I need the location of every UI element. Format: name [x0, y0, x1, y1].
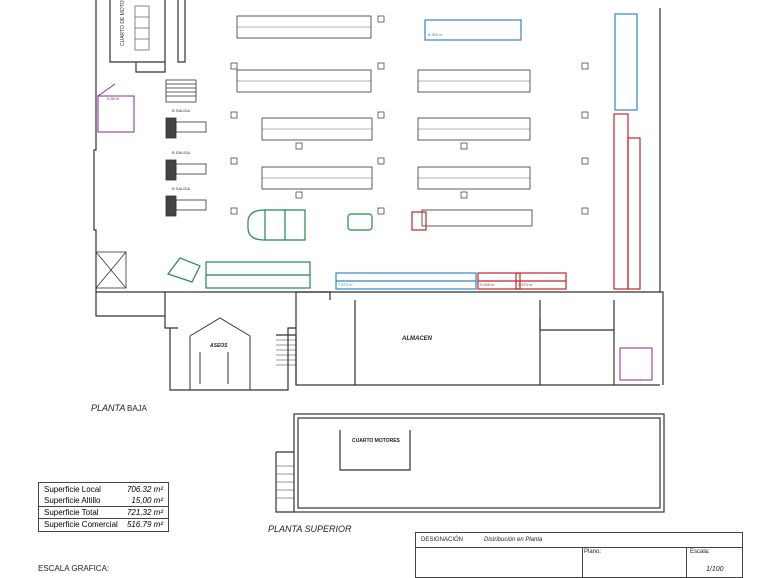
plano-label: Plano: [584, 549, 602, 555]
surface-row: Superficie Altillo 15,00 m² [39, 495, 168, 506]
shelf-dimension-top-blue: 5.350 m [428, 32, 443, 37]
surface-value: 15,00 m² [131, 496, 163, 505]
surface-label: Superficie Altillo [44, 496, 101, 505]
almacen-label: ALMACEN [402, 336, 432, 342]
cuarto-motores-upper-label: CUARTO MOTORES [352, 438, 400, 444]
surface-row: Superficie Total 721,32 m² [39, 506, 168, 518]
salida-label-2: B SALIDA [172, 150, 190, 155]
escala-grafica-label: ESCALA GRAFICA: [38, 564, 110, 573]
planta-superior-label: PLANTA SUPERIOR [268, 524, 352, 534]
surface-table: Superficie Local 706.32 m² Superficie Al… [38, 482, 169, 532]
designacion-value: Distribución en Planta [484, 537, 543, 543]
surface-label: Superficie Comercial [44, 520, 118, 529]
surface-label: Superficie Local [44, 485, 101, 494]
surface-row: Superficie Comercial 516.79 m² [39, 518, 168, 530]
surface-row: Superficie Local 706.32 m² [39, 484, 168, 495]
planta-baja-label-2: BAJA [127, 404, 148, 413]
salida-label-1: B SALIDA [172, 108, 190, 113]
aseos-label: ASEOS [210, 343, 228, 349]
shelf-dimension-red-a: 2.045 m [480, 282, 495, 287]
escala-label: Escala: [690, 549, 710, 555]
surface-value: 721,32 m² [126, 508, 163, 517]
shelf-dimension-blue-long: 7.670 m [338, 282, 353, 287]
planta-baja-label: PLANTA [91, 403, 126, 413]
cuarto-motores-top-label: CUARTO DE MOTORES [120, 0, 126, 46]
salida-label-3: B SALIDA [172, 186, 190, 191]
designacion-label: DESIGNACIÓN [421, 537, 464, 543]
title-block: DESIGNACIÓN Distribución en Planta Plano… [415, 532, 743, 578]
shelf-dimension-red-b: 2.670 m [518, 282, 533, 287]
surface-label: Superficie Total [44, 508, 99, 517]
door-dimension-label: 0.85 m [107, 96, 120, 101]
escala-value: 1/100 [706, 566, 724, 573]
surface-value: 516.79 m² [126, 520, 163, 529]
surface-value: 706.32 m² [126, 485, 163, 494]
